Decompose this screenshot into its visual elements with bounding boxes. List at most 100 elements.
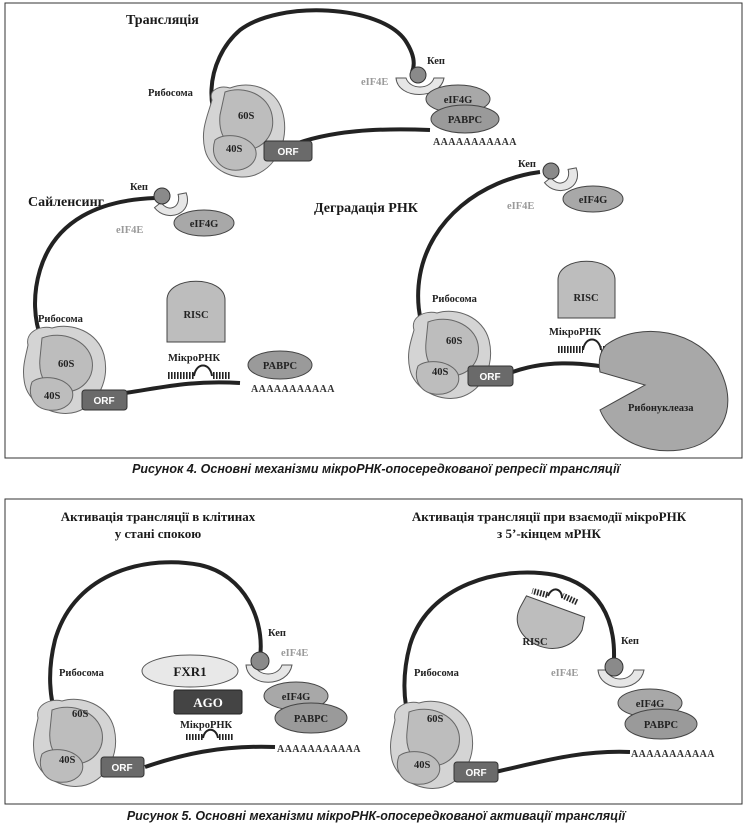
s40-label: 40S [432, 367, 449, 378]
eif4e-label: eIF4E [551, 668, 578, 679]
eif4g-label: eIF4G [579, 195, 608, 206]
s60-label: 60S [58, 359, 75, 370]
fxr1-label: FXR1 [173, 664, 206, 679]
degradation-title: Деградація РНК [314, 201, 419, 216]
figure5-caption: Рисунок 5. Основні механізми мікроРНК-оп… [127, 809, 627, 823]
orf-label: ORF [465, 768, 486, 779]
ribonuclease-shape [598, 330, 729, 452]
pabpc-label: PABPC [294, 714, 328, 725]
eif4e-label: eIF4E [281, 648, 308, 659]
ribosome-label: Рибосома [59, 668, 105, 679]
cap-circle [542, 162, 560, 180]
orf-box [263, 140, 313, 162]
s40-label: 40S [414, 760, 431, 771]
orf-box [81, 389, 128, 411]
mirna-comb-left [531, 588, 549, 598]
orf-label: ORF [479, 372, 500, 383]
mirna-comb-left [185, 734, 203, 740]
polya-tail: AAAAAAAAAAA [277, 744, 361, 755]
s60-label: 60S [446, 336, 463, 347]
orf-box [467, 365, 514, 387]
eif4e-label: eIF4E [507, 201, 534, 212]
eif4g-ellipse [562, 185, 624, 213]
translation-title: Трансляція [126, 13, 199, 28]
orf-box [100, 756, 145, 778]
eif4e-shape [245, 664, 293, 683]
cap-circle [153, 187, 171, 205]
risc-shape [516, 595, 586, 649]
panel-5prime: Активація трансляції при взаємодії мікро… [390, 509, 715, 789]
ribosome-label: Рибосома [38, 314, 84, 325]
silencing-title: Сайленсинг [28, 195, 104, 210]
cap-circle [250, 651, 270, 671]
panel-quiescent: Активація трансляції в клітинах у стані … [33, 509, 361, 787]
mirna-comb-right [212, 372, 230, 379]
polya-tail: AAAAAAAAAAA [433, 137, 517, 148]
orf-label: ORF [93, 396, 114, 407]
mirna-comb-right [561, 592, 579, 606]
mirna-label: МікроРНК [168, 353, 221, 364]
cap-label: Кеп [130, 182, 148, 193]
s60-label: 60S [427, 714, 444, 725]
ribosome-40s [39, 749, 84, 783]
eif4g-label: eIF4G [282, 692, 311, 703]
s60-label: 60S [72, 709, 89, 720]
s40-label: 40S [59, 755, 76, 766]
5prime-title-line2: з 5’-кінцем мРНК [497, 526, 601, 541]
ago-box [173, 689, 243, 715]
panel-silencing: Сайленсинг Рибосома 60S 40S ORF Кеп eIF4… [23, 182, 335, 414]
pabpc-ellipse [247, 350, 313, 380]
figure4-caption: Рисунок 4. Основні механізми мікроРНК-оп… [132, 462, 621, 476]
ribosome-label: Рибосома [148, 88, 194, 99]
mirna-comb-left [557, 346, 583, 353]
ribosome-40s [415, 361, 460, 395]
mirna-label: МікроРНК [180, 720, 233, 731]
risc-label: RISC [573, 293, 598, 304]
pabpc-ellipse [430, 104, 500, 134]
ribosome-40s [213, 135, 257, 171]
ribonuclease-label: Рибонуклеаза [628, 403, 694, 414]
panel-translation: Трансляція Рибосома 60S 40S ORF Кеп eIF4… [126, 8, 517, 178]
mirna-label: МікроРНК [549, 327, 602, 338]
ribosome-label: Рибосома [414, 668, 460, 679]
orf-label: ORF [277, 147, 298, 158]
polya-tail: AAAAAAAAAAA [631, 749, 715, 760]
mirna-bulge [547, 588, 563, 599]
figure4-frame [4, 2, 743, 459]
fxr1-ellipse [141, 654, 239, 688]
ribosome-40s [396, 751, 441, 785]
mrna-3prime-strand [144, 744, 276, 769]
eif4e-shape [597, 669, 645, 688]
orf-box [453, 761, 499, 783]
mirna-bulge [193, 364, 213, 377]
figure5-frame [4, 498, 743, 805]
ribosome-label: Рибосома [432, 294, 478, 305]
5prime-title-line1: Активація трансляції при взаємодії мікро… [412, 509, 687, 524]
eif4e-label: eIF4E [116, 225, 143, 236]
eif4e-shape [153, 192, 189, 217]
mirna-bulge [202, 728, 219, 739]
eif4g-ellipse [173, 209, 235, 237]
orf-label: ORF [111, 763, 132, 774]
pabpc-label: PABPC [263, 361, 297, 372]
eif4e-shape [543, 167, 579, 192]
quiescent-title-line2: у стані спокою [115, 526, 201, 541]
mirna-bulge [582, 338, 602, 351]
risc-label: RISC [522, 637, 547, 648]
mirna-comb-right [218, 734, 234, 740]
risc-shape [166, 280, 226, 343]
cap-label: Кеп [518, 159, 536, 170]
panel-degradation: Деградація РНК Рибосома 60S 40S ORF Кеп … [314, 159, 729, 452]
polya-tail: AAAAAAAAAAA [251, 384, 335, 395]
cap-circle [409, 66, 427, 84]
pabpc-ellipse [624, 708, 698, 740]
cap-label: Кеп [427, 56, 445, 67]
s40-label: 40S [44, 391, 61, 402]
mrna-3prime-strand [494, 749, 631, 774]
quiescent-title-line1: Активація трансляції в клітинах [61, 509, 256, 524]
eif4g-label: eIF4G [636, 699, 665, 710]
s40-label: 40S [226, 144, 243, 155]
ago-label: AGO [193, 695, 223, 710]
eif4g-label: eIF4G [190, 219, 219, 230]
